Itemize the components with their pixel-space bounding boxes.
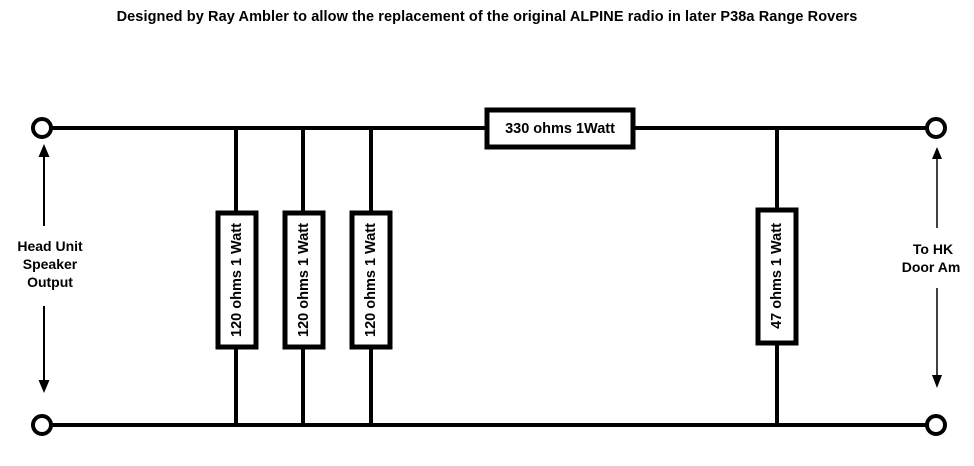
right-up-arrow-head: [932, 147, 942, 159]
left-down-arrow-head: [38, 380, 50, 393]
parallel-resistor-1-label: 120 ohms 1 Watt: [229, 223, 245, 337]
right-down-arrow-head: [932, 375, 942, 388]
series-resistor-body: [484, 107, 636, 150]
diagram-title: Designed by Ray Ambler to allow the repl…: [116, 9, 858, 25]
series-resistor-label: 330 ohms 1Watt: [505, 121, 615, 137]
parallel-resistor-2-body: [282, 210, 326, 350]
left-label-line-1: Head Unit: [17, 238, 83, 254]
left-label-line-2: Speaker: [23, 256, 78, 272]
top-left-terminal: [31, 117, 53, 139]
shunt-resistor-body: [755, 207, 799, 346]
left-terminal-label: Head Unit Speaker Output: [17, 238, 83, 290]
right-label-line-2: Door Am: [902, 259, 961, 275]
left-up-arrow-head: [38, 144, 50, 157]
parallel-resistor-1-body: [215, 210, 259, 350]
top-right-terminal: [925, 117, 947, 139]
right-terminal-label: To HK Door Am: [902, 241, 961, 275]
right-label-line-1: To HK: [913, 241, 953, 257]
parallel-resistor-3-body: [349, 210, 393, 350]
bottom-left-terminal: [31, 414, 53, 436]
shunt-resistor-label: 47 ohms 1 Watt: [769, 223, 785, 329]
parallel-resistor-3-label: 120 ohms 1 Watt: [363, 223, 379, 337]
left-label-line-3: Output: [27, 274, 73, 290]
bottom-right-terminal: [925, 414, 947, 436]
parallel-resistor-2-label: 120 ohms 1 Watt: [296, 223, 312, 337]
